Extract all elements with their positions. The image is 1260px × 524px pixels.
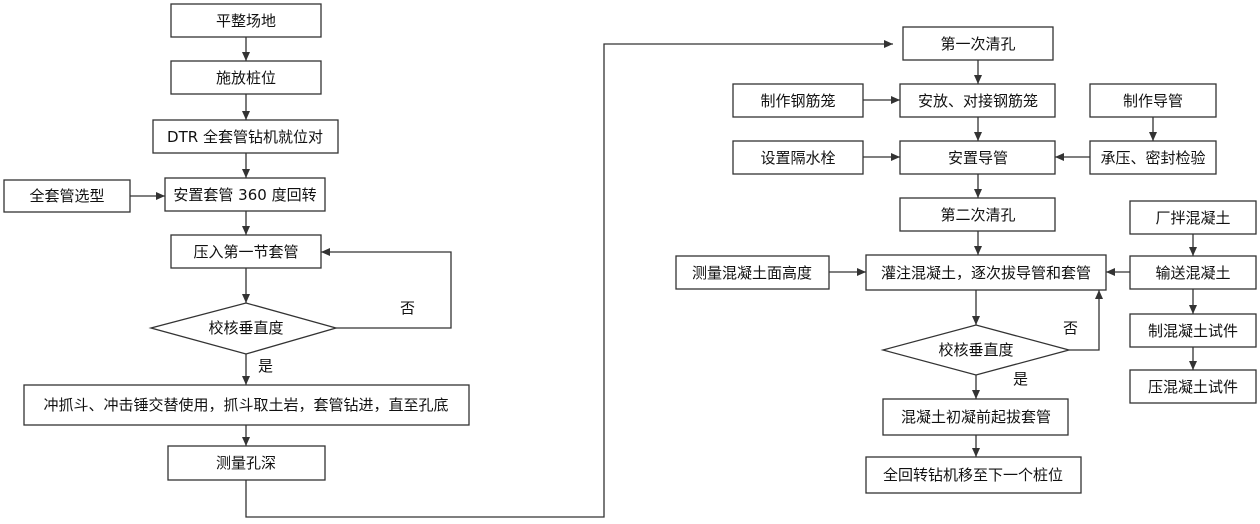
- node-make-rebar-cage: 制作钢筋笼: [732, 83, 864, 118]
- node-pull-casing: 混凝土初凝前起拔套管: [882, 398, 1069, 436]
- node-pour-concrete-label: 灌注混凝土，逐次拔导管和套管: [881, 264, 1091, 282]
- node-press-concrete-sample-label: 压混凝土试件: [1148, 378, 1238, 396]
- node-level-site-label: 平整场地: [216, 12, 276, 30]
- node-press-first-casing: 压入第一节套管: [170, 234, 322, 269]
- node-pour-concrete: 灌注混凝土，逐次拔导管和套管: [865, 254, 1107, 291]
- node-measure-hole-depth: 测量孔深: [167, 445, 326, 481]
- node-press-concrete-sample: 压混凝土试件: [1129, 369, 1257, 404]
- node-move-to-next-pile-label: 全回转钻机移至下一个桩位: [883, 466, 1063, 484]
- node-second-hole-cleaning: 第二次清孔: [899, 197, 1056, 232]
- decision-check-vertical-right: 校核垂直度: [880, 324, 1072, 376]
- node-first-hole-cleaning: 第一次清孔: [902, 26, 1054, 61]
- node-drilling-to-bottom-label: 冲抓斗、冲击锤交替使用，抓斗取土岩，套管钻进，直至孔底: [43, 396, 448, 414]
- node-casing-rotate: 安置套管 360 度回转: [164, 177, 326, 212]
- decision-check-vertical-left-label: 校核垂直度: [208, 319, 283, 337]
- node-drill-in-place: DTR 全套管钻机就位对: [152, 119, 339, 154]
- node-place-tremie-label: 安置导管: [948, 149, 1008, 167]
- node-press-first-casing-label: 压入第一节套管: [193, 243, 298, 261]
- node-make-concrete-sample: 制混凝土试件: [1129, 313, 1257, 348]
- node-install-rebar-cage: 安放、对接钢筋笼: [899, 83, 1056, 118]
- node-make-concrete-sample-label: 制混凝土试件: [1148, 322, 1238, 340]
- node-ready-mix-concrete-label: 厂拌混凝土: [1155, 209, 1230, 227]
- node-measure-concrete-level: 测量混凝土面高度: [675, 255, 830, 290]
- node-measure-hole-depth-label: 测量孔深: [216, 454, 276, 472]
- edge-n9-r1: [245, 40, 893, 518]
- label-yes-left: 是: [258, 357, 273, 375]
- node-pile-position-label: 施放桩位: [216, 69, 276, 87]
- node-make-rebar-cage-label: 制作钢筋笼: [760, 92, 835, 110]
- node-pressure-seal-test-label: 承压、密封检验: [1100, 149, 1205, 167]
- node-casing-selection-label: 全套管选型: [29, 187, 104, 205]
- node-pull-casing-label: 混凝土初凝前起拔套管: [901, 408, 1051, 426]
- node-place-tremie: 安置导管: [899, 140, 1056, 175]
- node-make-tremie: 制作导管: [1089, 83, 1217, 118]
- node-convey-concrete-label: 输送混凝土: [1155, 264, 1230, 282]
- node-move-to-next-pile: 全回转钻机移至下一个桩位: [865, 456, 1082, 494]
- node-measure-concrete-level-label: 测量混凝土面高度: [692, 264, 812, 282]
- node-drill-in-place-label: DTR 全套管钻机就位对: [167, 128, 323, 146]
- decision-check-vertical-right-label: 校核垂直度: [938, 341, 1013, 359]
- node-make-tremie-label: 制作导管: [1123, 92, 1183, 110]
- node-set-water-plug: 设置隔水栓: [732, 140, 864, 175]
- node-casing-selection: 全套管选型: [3, 179, 131, 213]
- edge-n7-n6-no: [321, 248, 452, 329]
- node-casing-rotate-label: 安置套管 360 度回转: [173, 186, 316, 204]
- label-no-right: 否: [1063, 319, 1078, 337]
- node-set-water-plug-label: 设置隔水栓: [760, 149, 835, 167]
- label-no-left: 否: [400, 299, 415, 317]
- node-ready-mix-concrete: 厂拌混凝土: [1129, 200, 1257, 235]
- node-install-rebar-cage-label: 安放、对接钢筋笼: [918, 92, 1038, 110]
- edge-r13-r11-no: [1069, 290, 1103, 351]
- node-drilling-to-bottom: 冲抓斗、冲击锤交替使用，抓斗取土岩，套管钻进，直至孔底: [23, 384, 470, 426]
- node-pile-position: 施放桩位: [170, 60, 322, 95]
- decision-check-vertical-left: 校核垂直度: [148, 302, 339, 355]
- node-second-hole-cleaning-label: 第二次清孔: [940, 206, 1015, 224]
- node-pressure-seal-test: 承压、密封检验: [1089, 140, 1217, 175]
- node-convey-concrete: 输送混凝土: [1129, 255, 1257, 290]
- node-level-site: 平整场地: [170, 3, 322, 38]
- label-yes-right: 是: [1013, 370, 1028, 388]
- node-first-hole-cleaning-label: 第一次清孔: [940, 35, 1015, 53]
